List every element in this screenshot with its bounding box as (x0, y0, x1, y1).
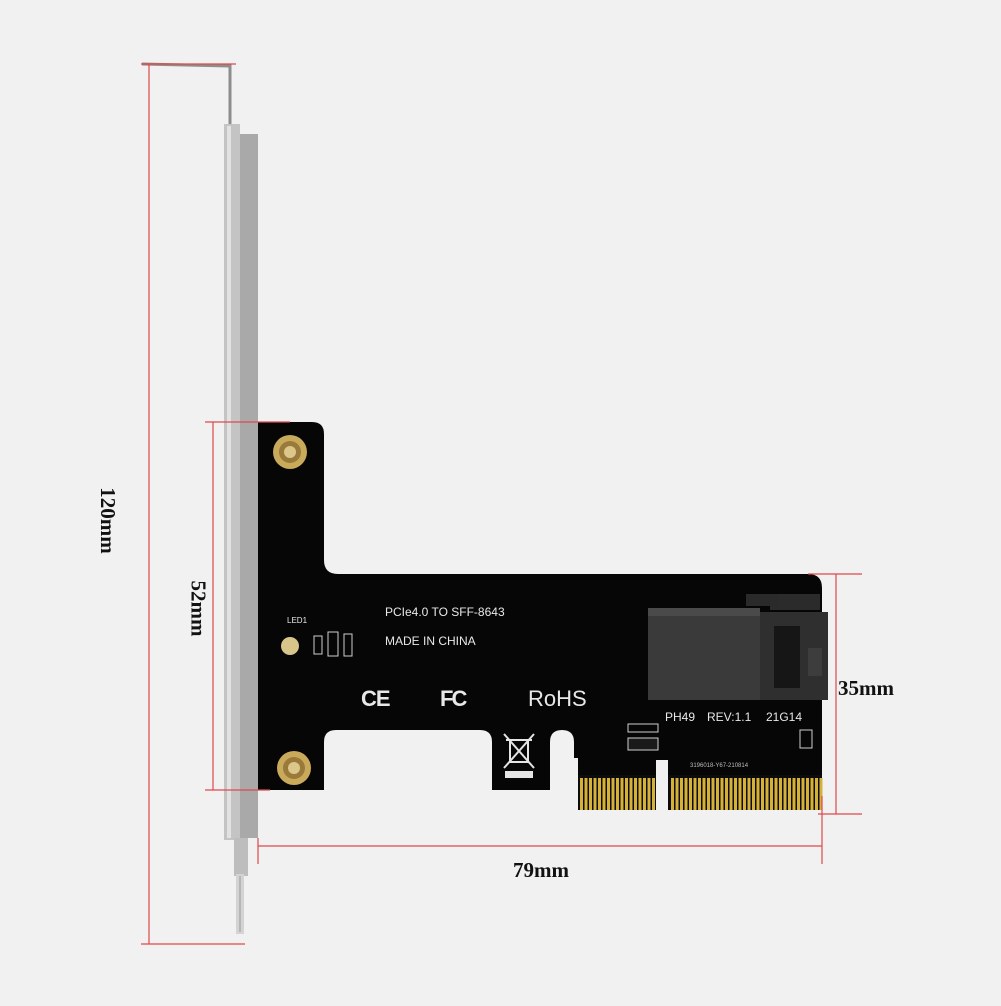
gold-finger (716, 778, 719, 810)
gold-finger (580, 778, 583, 810)
gold-finger (689, 778, 692, 810)
gold-finger (643, 778, 646, 810)
gold-finger (765, 778, 769, 810)
dimension-label-120mm: 120mm (95, 487, 120, 554)
model-label: PH49 (665, 710, 696, 724)
gold-finger (638, 778, 642, 810)
dimension-lines (141, 63, 862, 945)
gold-finger (684, 778, 688, 810)
gold-finger (620, 778, 624, 810)
gold-finger (693, 778, 697, 810)
led-indicator (281, 631, 353, 657)
gold-finger (584, 778, 588, 810)
gold-finger (652, 778, 655, 810)
gold-finger (702, 778, 706, 810)
gold-finger (707, 778, 710, 810)
gold-finger (602, 778, 606, 810)
gold-finger (770, 778, 773, 810)
revision-label: REV:1.1 (707, 710, 752, 724)
gold-finger (743, 778, 746, 810)
gold-finger (634, 778, 637, 810)
dimension-label-52mm: 52mm (186, 580, 211, 637)
gold-finger (598, 778, 601, 810)
dimension-label-35mm: 35mm (838, 676, 894, 700)
gold-finger (647, 778, 651, 810)
weee-bin-icon (503, 733, 535, 778)
gold-finger (711, 778, 715, 810)
gold-finger (792, 778, 796, 810)
gold-finger (698, 778, 701, 810)
gold-finger (616, 778, 619, 810)
serial-label: 3196018-Y67-210814 (690, 763, 749, 769)
screw-icon (273, 435, 307, 469)
gold-finger (810, 778, 814, 810)
ce-mark: CE (361, 686, 391, 711)
gold-finger (589, 778, 592, 810)
gold-finger (815, 778, 818, 810)
gold-finger (675, 778, 679, 810)
gold-finger (738, 778, 742, 810)
gold-finger (725, 778, 728, 810)
gold-finger (593, 778, 597, 810)
gold-finger (629, 778, 633, 810)
gold-finger (607, 778, 610, 810)
gold-finger (788, 778, 791, 810)
pcb-origin: MADE IN CHINA (385, 634, 476, 648)
gold-finger (611, 778, 615, 810)
gold-finger (680, 778, 683, 810)
gold-finger (783, 778, 787, 810)
screw-icon (277, 751, 311, 785)
gold-finger (774, 778, 778, 810)
gold-finger (747, 778, 751, 810)
gold-finger (756, 778, 760, 810)
gold-finger (819, 778, 823, 810)
gold-finger (761, 778, 764, 810)
pcb-title: PCIe4.0 TO SFF-8643 (385, 605, 505, 619)
pcie-card (258, 422, 823, 812)
rohs-mark: RoHS (528, 686, 587, 711)
gold-finger (801, 778, 805, 810)
gold-finger (797, 778, 800, 810)
gold-finger (779, 778, 782, 810)
gold-finger (729, 778, 733, 810)
gold-finger (720, 778, 724, 810)
led-label: LED1 (287, 616, 308, 625)
dimension-label-79mm: 79mm (513, 858, 569, 882)
gold-fingers (580, 778, 823, 810)
gold-finger (752, 778, 755, 810)
fcc-mark: FC (440, 686, 467, 711)
gold-finger (671, 778, 674, 810)
gold-finger (734, 778, 737, 810)
pcb-board (258, 422, 822, 810)
mini-sas-hd-connector-icon (648, 594, 828, 700)
gold-finger (806, 778, 809, 810)
metal-bracket (141, 62, 258, 934)
date-code-label: 21G14 (766, 710, 803, 724)
gold-finger (625, 778, 628, 810)
